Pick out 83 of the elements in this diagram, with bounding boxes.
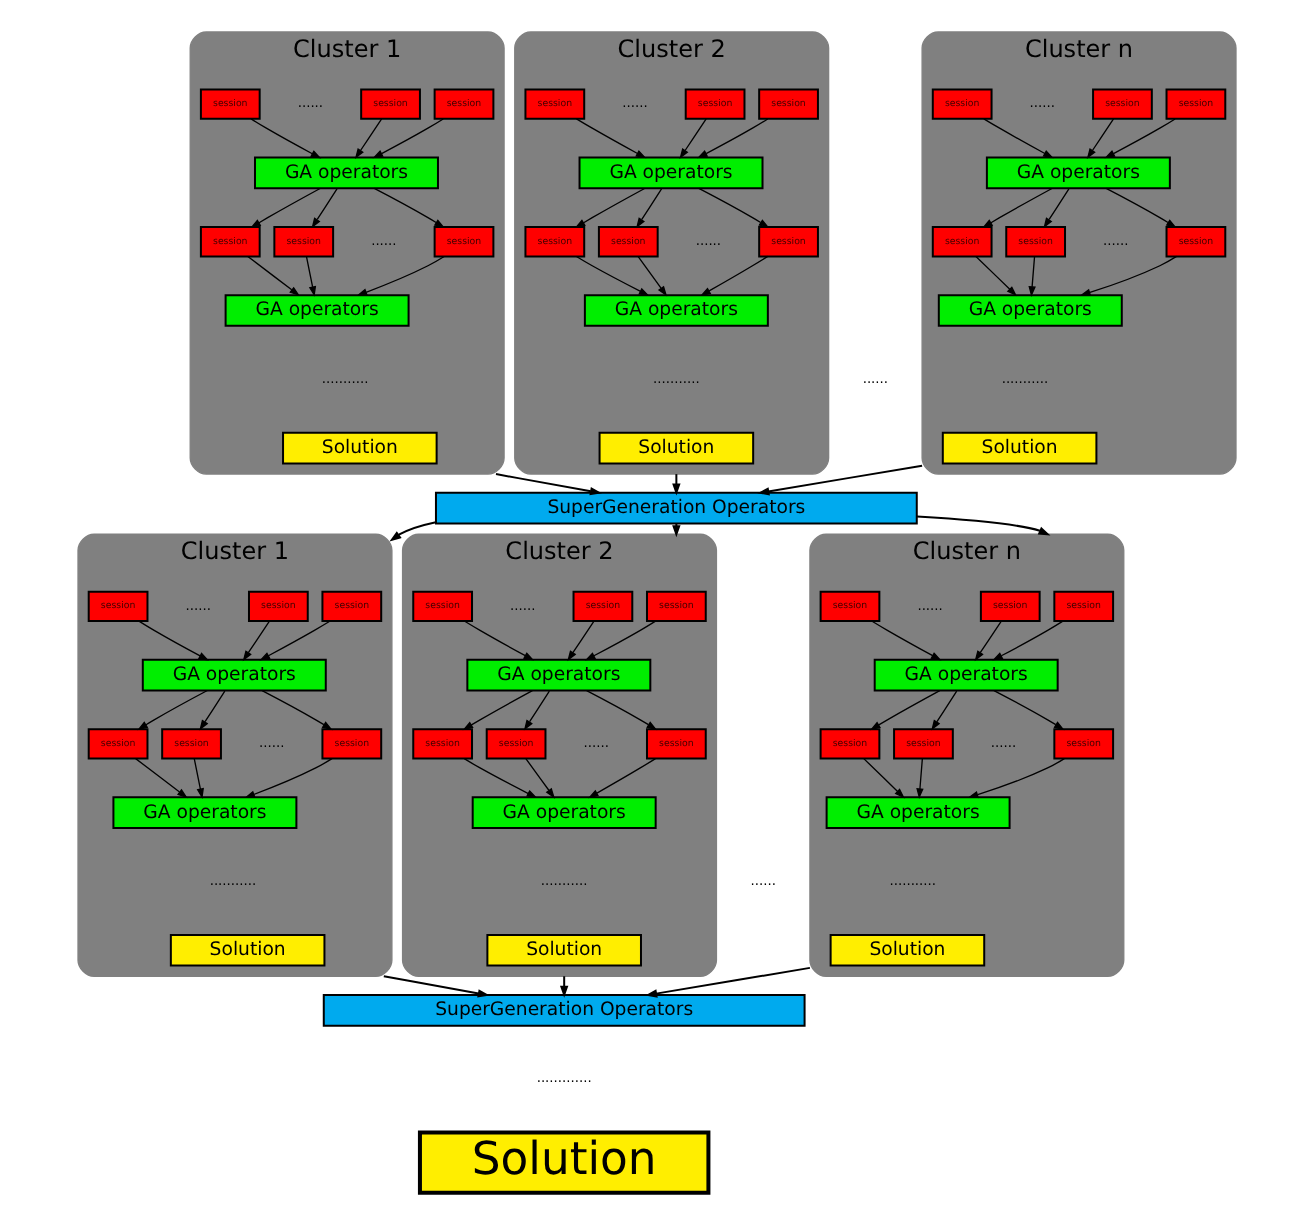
arrow xyxy=(868,690,940,731)
arrow xyxy=(462,758,537,799)
node-box: GA operators xyxy=(465,658,651,692)
arrow xyxy=(574,118,646,159)
node-box: Solution xyxy=(597,431,754,465)
arrow xyxy=(524,757,554,799)
node-box: GA operators xyxy=(253,156,438,190)
node-box: GA operators xyxy=(936,294,1122,327)
arrow xyxy=(678,118,706,159)
arrow xyxy=(243,758,332,798)
arrow xyxy=(574,255,649,296)
arrow xyxy=(992,689,1064,731)
arrow xyxy=(137,620,209,661)
arrow xyxy=(635,188,662,229)
arrow xyxy=(974,255,1017,297)
arrow xyxy=(573,187,645,229)
arrow xyxy=(930,690,957,731)
arrow xyxy=(310,188,337,229)
arrow xyxy=(991,620,1063,661)
arrow xyxy=(636,255,667,297)
arrow xyxy=(973,620,1001,662)
arrow xyxy=(388,521,436,542)
arrow xyxy=(461,690,533,731)
node-box: GA operators xyxy=(470,796,656,830)
arrow xyxy=(134,757,187,799)
node-box: Solution xyxy=(281,431,437,465)
arrow xyxy=(697,187,769,228)
arrow xyxy=(756,464,923,496)
arrow xyxy=(1085,118,1114,159)
arrow xyxy=(583,620,656,661)
arrow xyxy=(522,690,549,731)
node-box: GA operators xyxy=(582,294,768,327)
arrow xyxy=(381,975,489,998)
arrow xyxy=(462,620,534,661)
arrow xyxy=(249,118,321,159)
arrow xyxy=(644,966,810,998)
arrow xyxy=(246,255,299,297)
node-box: GA operators xyxy=(111,796,297,830)
arrow xyxy=(198,690,225,731)
arrow xyxy=(981,187,1052,229)
node-box: Solution xyxy=(940,431,1097,465)
arrow xyxy=(1027,255,1035,297)
node-box: Solution xyxy=(828,933,985,967)
arrow xyxy=(372,187,444,228)
arrow xyxy=(192,757,203,800)
arrow xyxy=(494,473,601,496)
node-box: Solution xyxy=(485,933,641,967)
node-box: GA operators xyxy=(824,796,1010,830)
node-box: Solution xyxy=(168,933,325,967)
arrow xyxy=(249,187,320,229)
arrow xyxy=(136,689,207,731)
arrow xyxy=(870,620,941,661)
node-box: SuperGeneration Operators xyxy=(433,491,917,525)
node-box: GA operators xyxy=(984,156,1170,190)
arrow xyxy=(671,473,680,496)
arrow xyxy=(696,118,768,159)
arrow xyxy=(1078,255,1177,296)
node-box: SuperGeneration Operators xyxy=(321,994,805,1027)
node-box: GA operators xyxy=(140,658,326,692)
arrow xyxy=(1103,118,1175,159)
arrow xyxy=(1104,187,1176,228)
arrow xyxy=(558,975,568,998)
arrow xyxy=(353,118,382,159)
arrow xyxy=(1042,188,1069,229)
arrow xyxy=(355,255,444,296)
arrow xyxy=(241,620,270,662)
arrow xyxy=(982,118,1053,159)
arrow xyxy=(566,620,594,662)
arrow xyxy=(862,757,904,799)
arrow xyxy=(258,620,330,661)
arrow xyxy=(260,689,332,731)
arrow xyxy=(586,757,656,799)
arrow xyxy=(699,255,768,296)
node-box: Solution xyxy=(416,1130,710,1195)
node-box: GA operators xyxy=(223,294,409,327)
arrow xyxy=(371,118,443,159)
arrow xyxy=(304,255,316,297)
arrow xyxy=(966,757,1065,799)
node-box: GA operators xyxy=(577,156,763,190)
arrow xyxy=(915,515,1050,536)
arrow xyxy=(584,689,657,731)
node-box: GA operators xyxy=(872,658,1058,692)
arrow xyxy=(915,757,923,800)
